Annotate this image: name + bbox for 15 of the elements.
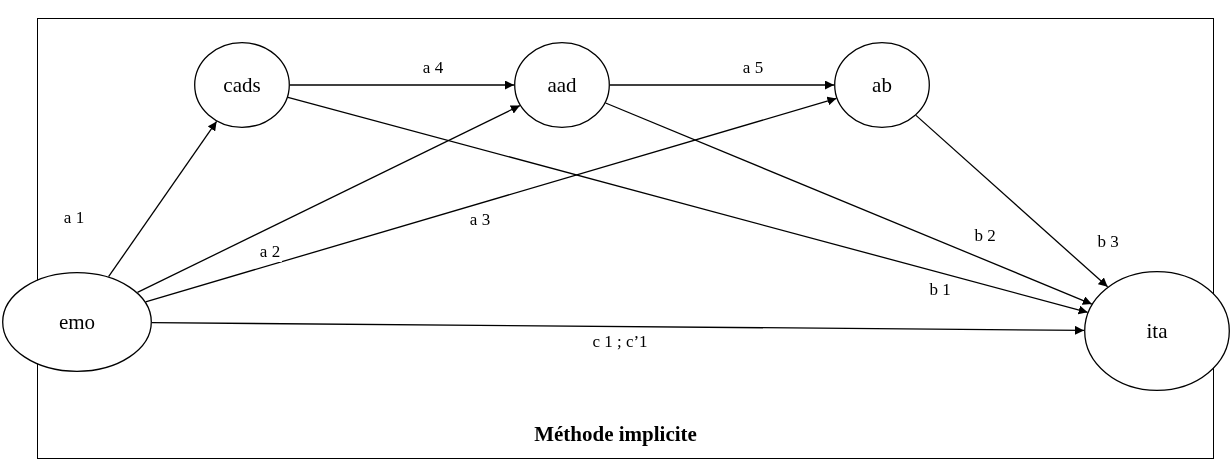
arrow: [915, 114, 1109, 288]
arrow: [144, 96, 838, 303]
arrow: [287, 96, 1089, 315]
ellipse-node: aad: [514, 42, 610, 128]
arrow: [604, 102, 1093, 305]
arrow: [136, 104, 521, 294]
arrow: [151, 321, 1085, 335]
ellipse-node: cads: [194, 42, 290, 128]
ellipse-node: emo: [2, 272, 152, 372]
diagram-title: Méthode implicite: [533, 422, 698, 447]
arrow: [107, 120, 218, 278]
ellipse-node: ab: [834, 42, 930, 128]
ellipse-node: ita: [1084, 271, 1230, 391]
arrow: [609, 80, 835, 90]
arrow: [289, 80, 515, 90]
